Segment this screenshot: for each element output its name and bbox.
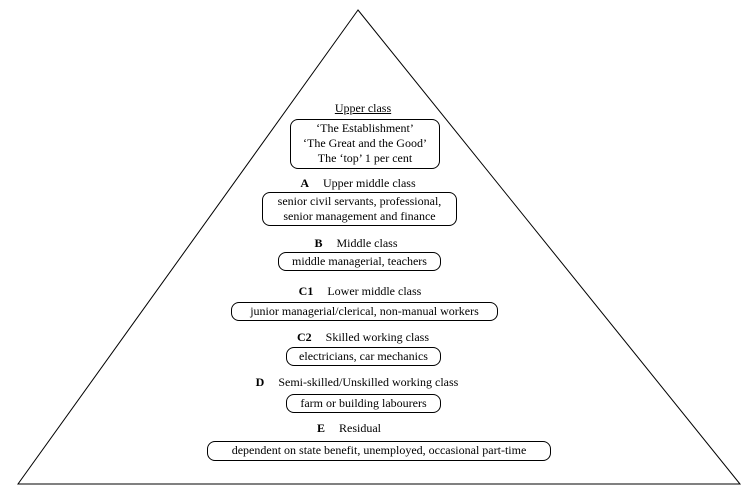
- tier-letter: A: [300, 176, 310, 190]
- tier-d-heading: D Semi-skilled/Unskilled working class: [256, 375, 459, 389]
- tier-c2-heading: C2 Skilled working class: [297, 330, 429, 344]
- upper-class-title: Upper class: [334, 101, 392, 115]
- tier-name: Skilled working class: [325, 330, 429, 344]
- tier-example: middle managerial, teachers: [292, 254, 427, 268]
- tier-b-box: middle managerial, teachers: [278, 252, 441, 271]
- tier-letter: D: [255, 375, 265, 389]
- upper-class-box: ‘The Establishment’ ‘The Great and the G…: [290, 119, 440, 169]
- tier-name: Semi-skilled/Unskilled working class: [278, 375, 459, 389]
- tier-example: junior managerial/clerical, non-manual w…: [250, 304, 479, 318]
- tier-letter: C2: [297, 330, 312, 344]
- tier-example: senior management and finance: [283, 209, 436, 223]
- tier-name: Residual: [339, 421, 382, 435]
- tier-example: electricians, car mechanics: [299, 349, 428, 363]
- tier-example: dependent on state benefit, unemployed, …: [231, 443, 527, 457]
- tier-letter: C1: [298, 284, 314, 298]
- tier-d-box: farm or building labourers: [286, 394, 441, 413]
- tier-letter: E: [316, 421, 326, 435]
- tier-example: senior civil servants, professional,: [277, 194, 442, 208]
- upper-class-line: ‘The Establishment’: [316, 121, 414, 135]
- tier-letter: B: [314, 236, 323, 250]
- tier-name: Middle class: [336, 236, 398, 250]
- upper-class-line: ‘The Great and the Good’: [303, 136, 427, 150]
- tier-c2-box: electricians, car mechanics: [286, 347, 441, 366]
- tier-name: Lower middle class: [327, 284, 422, 298]
- tier-e-box: dependent on state benefit, unemployed, …: [207, 441, 551, 461]
- tier-e-heading: E Residual: [317, 421, 381, 435]
- tier-a-box: senior civil servants, professional, sen…: [262, 192, 457, 226]
- upper-class-line: The ‘top’ 1 per cent: [317, 151, 413, 165]
- tier-b-heading: B Middle class: [314, 236, 397, 250]
- tier-name: Upper middle class: [323, 176, 416, 190]
- tier-c1-box: junior managerial/clerical, non-manual w…: [231, 302, 498, 321]
- tier-example: farm or building labourers: [300, 396, 427, 410]
- tier-c1-heading: C1 Lower middle class: [299, 284, 422, 298]
- tier-a-heading: A Upper middle class: [300, 176, 415, 190]
